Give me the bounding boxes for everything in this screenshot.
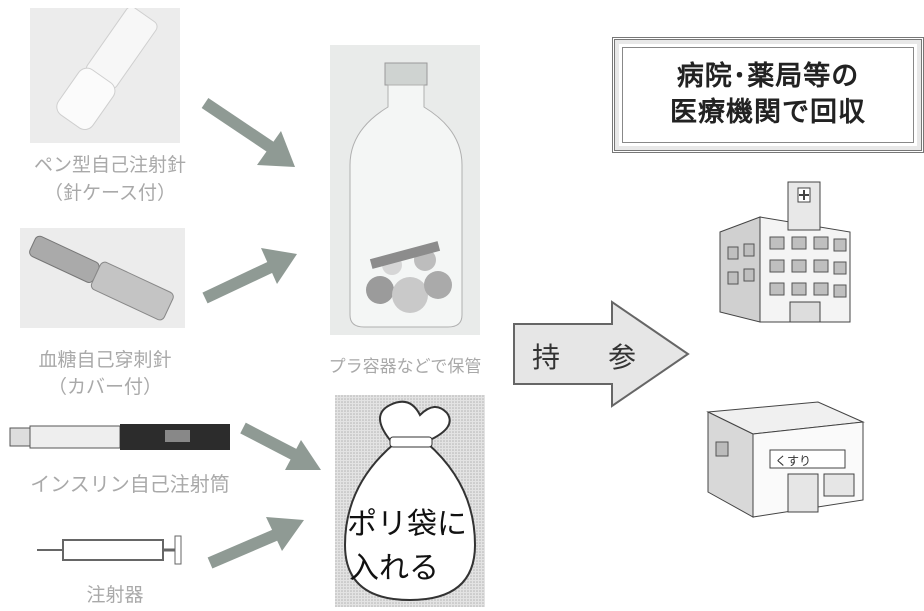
insulin-pen-icon — [9, 424, 230, 450]
pharmacy-sign: くすり — [775, 454, 812, 468]
collection-title-box: 病院･薬局等の 医療機関で回収 — [612, 37, 924, 153]
pen-needle-icon — [56, 6, 158, 130]
arrow-2-icon — [202, 248, 297, 304]
title-line-1: 病院･薬局等の — [676, 61, 860, 92]
pen-needle-label: ペン型自己注射針 — [33, 154, 186, 176]
bottle-caption: プラ容器などで保管 — [328, 357, 482, 377]
arrow-1-icon — [201, 98, 295, 167]
insulin-pen-label: インスリン自己注射筒 — [30, 472, 230, 496]
bag-text-line1: ポリ袋に — [347, 507, 467, 542]
lancet-icon — [29, 235, 174, 321]
bring-arrow-text: 持 参 — [532, 341, 647, 374]
poly-bag: ポリ袋に 入れる — [335, 395, 485, 607]
title-line-2: 医療機関で回収 — [670, 97, 866, 128]
pharmacy-icon — [706, 401, 865, 518]
bottle-photo — [330, 45, 480, 335]
bag-icon — [335, 395, 485, 607]
lancet-label-sub: （カバー付） — [47, 376, 162, 398]
syringe-photo — [35, 532, 185, 568]
lancet-label: 血糖自己穿刺針 — [38, 349, 172, 371]
lancet-photo — [20, 228, 185, 328]
pen-needle-label-sub: （針ケース付） — [43, 182, 177, 204]
pen-needle-photo — [30, 6, 180, 143]
syringe-label: 注射器 — [86, 584, 144, 606]
insulin-pen-photo — [5, 418, 240, 453]
arrow-4-icon — [207, 517, 304, 569]
bottle-icon — [349, 62, 463, 328]
hospital-icon — [719, 181, 851, 323]
arrow-3-icon — [240, 422, 321, 470]
bring-arrow-icon — [513, 300, 690, 408]
bag-text-line2: 入れる — [349, 551, 439, 586]
syringe-icon — [37, 535, 182, 565]
